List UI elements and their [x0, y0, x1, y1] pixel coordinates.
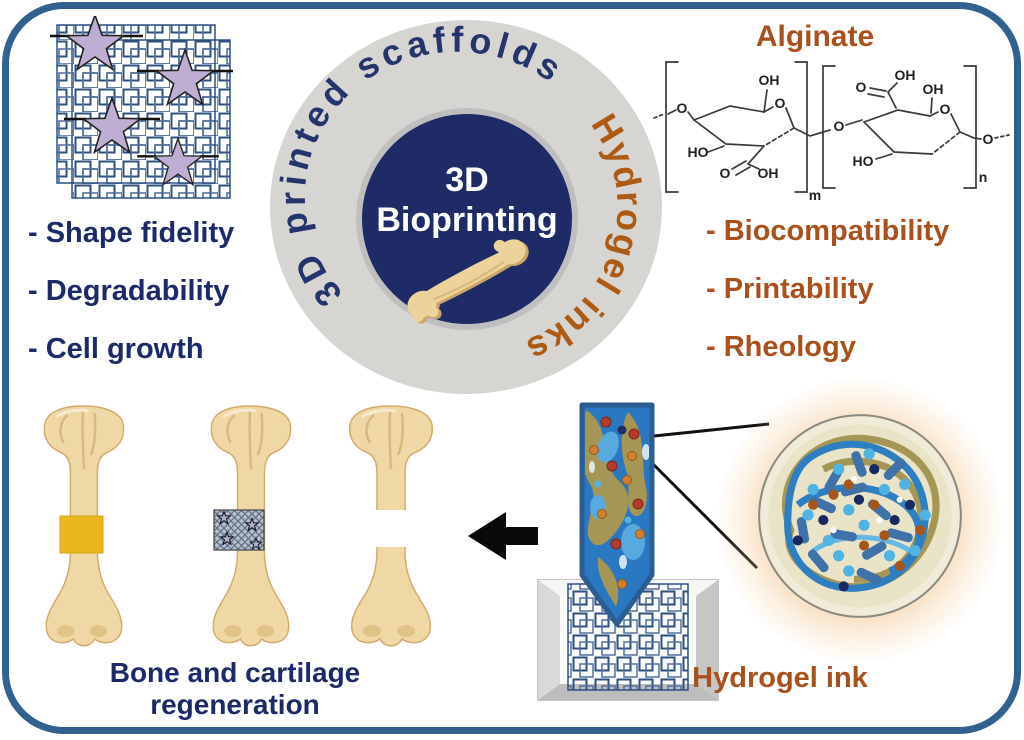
- svg-text:OH: OH: [759, 72, 780, 88]
- hydrogel-ink-caption: Hydrogel ink: [692, 662, 868, 694]
- ink-particles-red: [600, 416, 644, 550]
- ink-properties-list: - Biocompatibility - Printability - Rheo…: [706, 217, 949, 391]
- list-item: - Cell growth: [28, 333, 204, 365]
- bone-caption-line1: Bone and cartilage: [109, 657, 361, 688]
- scaffold-properties-list: - Shape fidelity - Degradability - Cell …: [28, 219, 234, 393]
- alginate-title: Alginate: [755, 20, 875, 53]
- ink-particles-orange: [589, 445, 645, 589]
- bone-regeneration-stages: [42, 404, 434, 648]
- svg-text:O: O: [834, 118, 845, 134]
- svg-text:OH: OH: [895, 67, 916, 83]
- svg-text:O: O: [856, 79, 867, 95]
- svg-text:OH: OH: [758, 165, 779, 181]
- svg-text:O: O: [775, 95, 786, 111]
- hub-title-line1: 3D: [445, 161, 488, 199]
- hub-center-disc: [356, 108, 578, 330]
- list-item: - Biocompatibility: [706, 215, 950, 247]
- hub-title-line2: Bioprinting: [376, 201, 557, 239]
- cell-dots-navy: [792, 464, 916, 592]
- alginate-structure: O OH O HO O OH m O O OH OH O HO O n: [653, 61, 1010, 203]
- bone-icon: [407, 239, 529, 324]
- hydrogel-blob-icon: [758, 414, 962, 618]
- chemical-labels: O OH O HO O OH m O O OH OH O HO O n: [677, 67, 994, 203]
- svg-text:O: O: [940, 101, 951, 117]
- list-item: - Degradability: [28, 275, 230, 307]
- bioprinter: [537, 402, 719, 701]
- scaffold-grid-icon: [50, 16, 233, 199]
- svg-text:HO: HO: [688, 144, 709, 160]
- cell-stars: [50, 16, 233, 186]
- svg-text:O: O: [983, 131, 994, 147]
- cell-dots-brown: [808, 479, 926, 572]
- arrow-left-icon: [468, 512, 538, 560]
- list-item: - Shape fidelity: [28, 217, 235, 249]
- hub-circle: 3D printed scaffolds Hydrogel inks 3D Bi…: [270, 19, 662, 394]
- cell-rods: [796, 451, 913, 585]
- list-item: - Printability: [706, 273, 874, 305]
- printer-nozzle-icon: [579, 402, 655, 627]
- svg-text:O: O: [720, 165, 731, 181]
- cell-dots-white: [830, 476, 903, 534]
- list-item: - Rheology: [706, 331, 856, 363]
- cell-dots-cyan: [802, 448, 931, 577]
- svg-text:O: O: [677, 100, 688, 116]
- new-bone-band: [59, 515, 104, 554]
- bone-caption-line2: regeneration: [150, 689, 320, 721]
- svg-text:OH: OH: [923, 81, 944, 97]
- svg-text:n: n: [979, 169, 988, 185]
- svg-text:HO: HO: [853, 153, 874, 169]
- svg-text:m: m: [809, 187, 821, 203]
- scaffold-patch: [213, 509, 265, 551]
- bone-caption: Bone and cartilage regeneration: [50, 657, 420, 721]
